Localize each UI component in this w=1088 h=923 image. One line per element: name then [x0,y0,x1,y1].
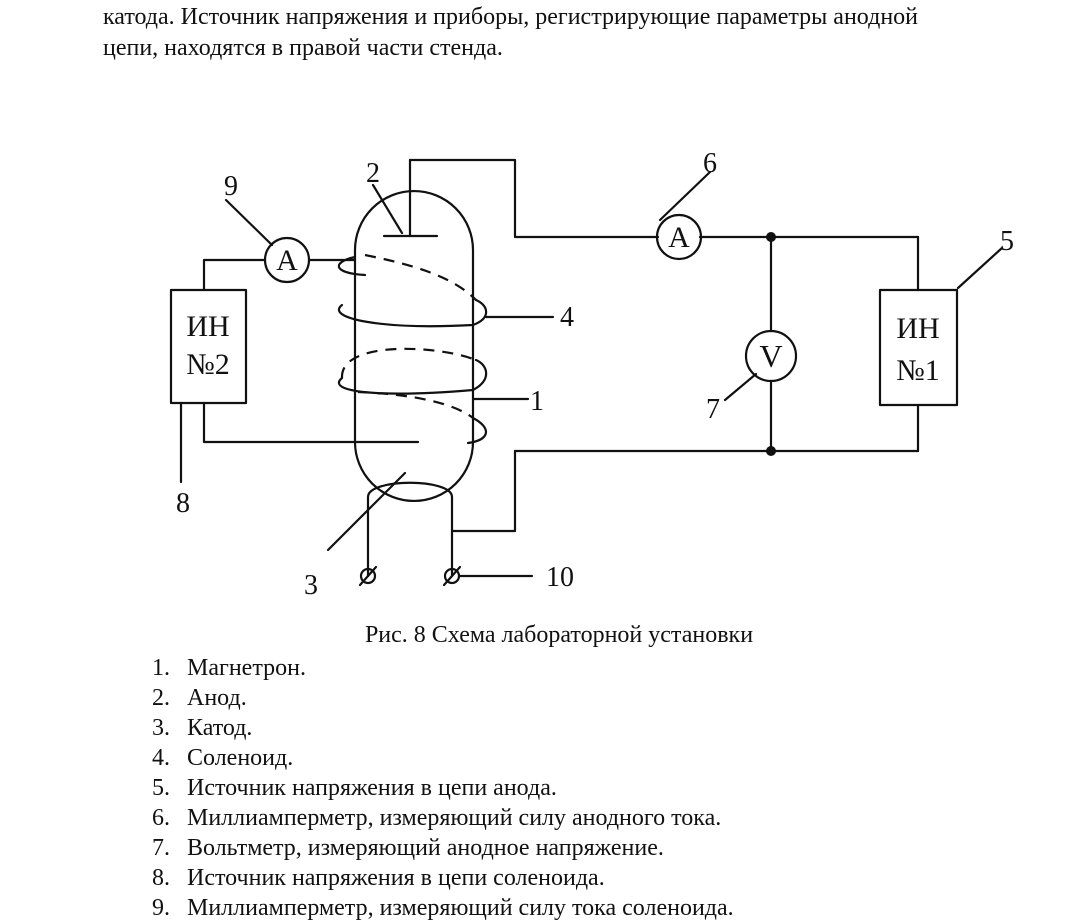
callout-6: 6 [703,148,717,179]
junction-dot [766,446,776,456]
callout-7: 7 [706,394,720,425]
ammeter-anode [655,213,703,261]
ammeter-solenoid [263,236,311,284]
legend-list: 1.Магнетрон. 2.Анод. 3.Катод. 4.Соленоид… [152,653,734,923]
voltage-source-2-label-line2: №2 [186,348,230,381]
voltage-source-1-label-line2: №1 [896,354,940,387]
ammeter-solenoid-symbol: A [276,244,298,277]
callout-4: 4 [560,302,574,333]
callout-1: 1 [530,386,544,417]
solenoid-wire-bottom [202,401,420,444]
legend-item: 4.Соленоид. [152,745,294,771]
legend-item: 9.Миллиамперметр, измеряющий силу тока с… [152,895,734,921]
callout-10: 10 [546,562,574,593]
voltage-source-1-label-line1: ИН [896,312,939,345]
anode-wire-top [408,158,660,239]
ammeter-anode-symbol: A [668,221,690,254]
voltage-source-1 [878,288,959,407]
legend-item: 1.Магнетрон. [152,655,306,681]
intro-line-1: катода. Источник напряжения и приборы, р… [103,4,919,30]
solenoid-turn [337,358,488,395]
solenoid-turn [466,416,487,445]
solenoid-back-turn [364,253,477,301]
voltmeter [744,329,798,383]
callout-3: 3 [304,570,318,601]
solenoid-turn [337,255,367,277]
intro-line-2: цепи, находятся в правой части стенда. [103,35,503,61]
terminal-left [359,567,377,585]
voltage-source-2 [169,288,248,405]
legend-item: 5.Источник напряжения в цепи анода. [152,775,557,801]
voltage-source-2-label-line1: ИН [186,310,229,343]
junction-dot [766,232,776,242]
legend-item: 6.Миллиамперметр, измеряющий силу анодно… [152,805,722,831]
callout-9: 9 [224,171,238,202]
figure-caption: Рис. 8 Схема лабораторной установки [364,622,754,648]
legend-item: 2.Анод. [152,685,247,711]
callout-5: 5 [1000,226,1014,257]
legend-item: 8.Источник напряжения в цепи соленоида. [152,865,605,891]
intro-paragraph: катода. Источник напряжения и приборы, р… [103,2,1003,64]
solenoid-back-turn [357,390,474,419]
legend-item: 7.Вольтметр, измеряющий анодное напряжен… [152,835,664,861]
callout-8: 8 [176,488,190,519]
magnetron-tube [353,189,475,503]
solenoid-turn [337,298,488,328]
callout-2: 2 [366,158,380,189]
solenoid-back-turn [340,347,477,379]
legend-item: 3.Катод. [152,715,253,741]
solenoid-wire-top [202,258,267,292]
voltmeter-symbol: V [759,338,782,374]
cathode-filament [366,481,454,499]
